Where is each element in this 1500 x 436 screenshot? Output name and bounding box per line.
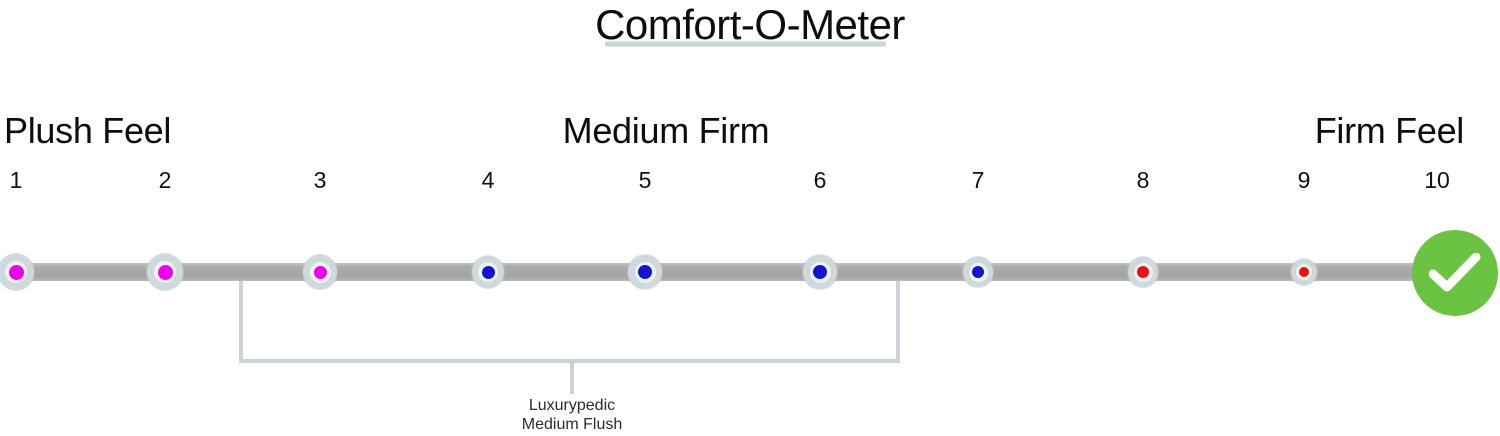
zone-label-plush: Plush Feel (4, 110, 172, 151)
marker-inner-ring (1133, 262, 1153, 282)
marker-inner-ring (5, 261, 27, 283)
tick-number-6: 6 (813, 167, 827, 193)
marker-dot (972, 266, 984, 278)
tick-number-5: 5 (638, 167, 652, 193)
scale-track (10, 263, 1450, 281)
scale-marker-5[interactable] (628, 255, 662, 289)
callout-label: Luxurypedic Medium Flush (522, 396, 622, 434)
marker-inner-ring (634, 261, 656, 283)
scale-marker-4[interactable] (472, 256, 504, 288)
marker-dot (813, 265, 827, 279)
marker-dot (638, 265, 652, 279)
tick-number-9: 9 (1297, 167, 1311, 193)
marker-dot (313, 265, 327, 279)
selected-check-icon[interactable] (1412, 230, 1498, 316)
marker-dot (157, 264, 173, 280)
zone-label-medium: Medium Firm (562, 110, 770, 151)
tick-number-4: 4 (481, 167, 495, 193)
tick-number-8: 8 (1136, 167, 1150, 193)
tick-number-3: 3 (313, 167, 327, 193)
marker-inner-ring (809, 261, 831, 283)
marker-inner-ring (154, 261, 176, 283)
scale-marker-6[interactable] (803, 255, 837, 289)
scale-marker-1[interactable] (0, 254, 34, 290)
title-underline (605, 41, 886, 47)
scale-marker-3[interactable] (303, 255, 337, 289)
tick-number-1: 1 (9, 167, 23, 193)
marker-inner-ring (1296, 264, 1312, 280)
bracket-path (239, 281, 900, 363)
marker-inner-ring (309, 261, 331, 283)
tick-number-2: 2 (158, 167, 172, 193)
marker-dot (1137, 266, 1149, 278)
marker-dot (481, 265, 495, 279)
tick-number-7: 7 (971, 167, 985, 193)
scale-marker-7[interactable] (963, 257, 993, 287)
scale-marker-9[interactable] (1291, 259, 1317, 285)
marker-inner-ring (478, 262, 498, 282)
marker-dot (8, 264, 24, 280)
zone-label-firm: Firm Feel (1314, 110, 1465, 151)
title-block: Comfort-O-Meter (0, 0, 1500, 48)
callout-line-2: Medium Flush (521, 416, 623, 433)
scale-marker-8[interactable] (1128, 257, 1158, 287)
tick-number-10: 10 (1424, 167, 1450, 193)
marker-inner-ring (968, 262, 988, 282)
scale-marker-2[interactable] (147, 254, 183, 290)
marker-dot (1299, 267, 1309, 277)
callout-line-1: Luxurypedic (528, 397, 616, 414)
page-title: Comfort-O-Meter (595, 1, 905, 48)
